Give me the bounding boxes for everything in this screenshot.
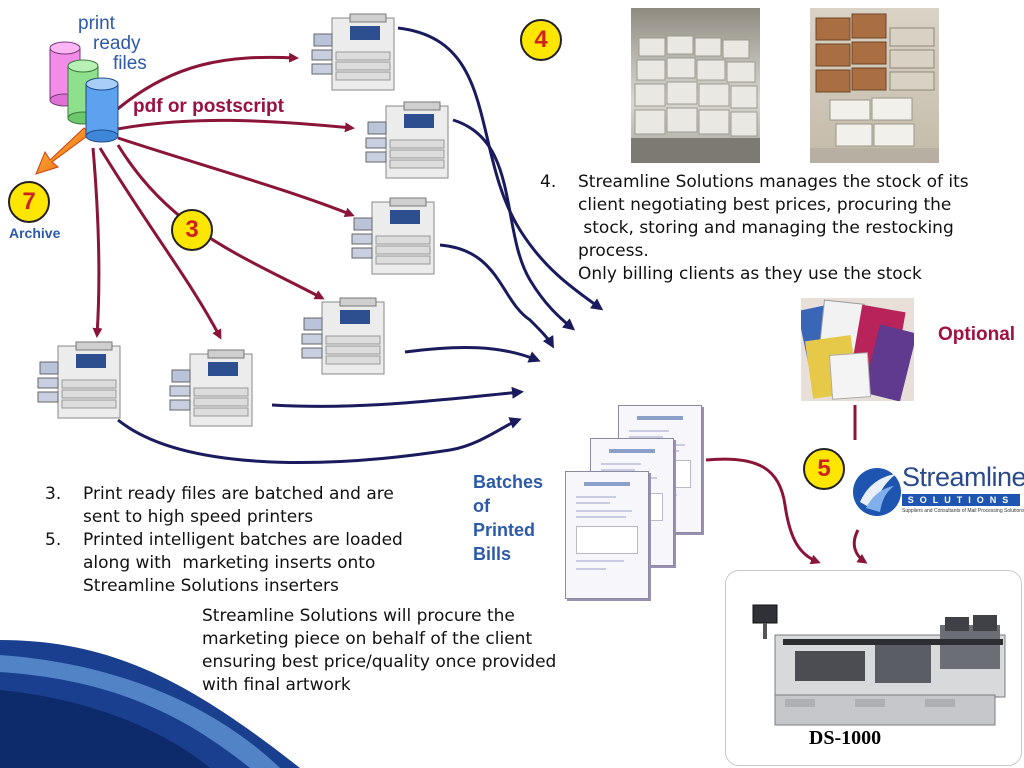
- procure-line: ensuring best price/quality once provide…: [202, 652, 557, 672]
- logo-name: Streamline: [902, 462, 1024, 492]
- warehouse-photo-2: [810, 8, 939, 163]
- badge-5: 5: [803, 448, 845, 490]
- printer-icon: [350, 196, 440, 276]
- cylinder-icon: [49, 41, 119, 143]
- step-4-line: process.: [578, 241, 649, 261]
- arrow-from-printer-1: [397, 26, 604, 311]
- printer-icon: [168, 348, 258, 428]
- warehouse-photo-1: [631, 8, 760, 163]
- badge-3: 3: [171, 209, 213, 251]
- streamline-logo: Streamline SOLUTIONS Suppliers and Consu…: [852, 462, 1024, 524]
- list-number: 5.: [45, 530, 62, 550]
- arrow-to-printer-1: [103, 52, 299, 122]
- step-4-line: Streamline Solutions manages the stock o…: [578, 172, 969, 192]
- badge-7: 7: [8, 181, 50, 223]
- batches-line: of: [473, 496, 490, 516]
- inserter-machine: [752, 604, 1006, 726]
- optional-label: Optional: [938, 324, 1016, 345]
- step-4-line: Only billing clients as they use the sto…: [578, 264, 922, 284]
- arrow-to-printer-5: [98, 147, 222, 340]
- batches-line: Printed: [473, 520, 536, 540]
- title-stack: print ready files: [78, 14, 147, 74]
- title-line-3: files: [113, 53, 147, 74]
- navy-arrows: [117, 26, 604, 464]
- orange-arrow-icon: [35, 127, 91, 175]
- logo-tagline: Suppliers and Consultants of Mail Proces…: [902, 508, 1024, 514]
- red-arrows: [91, 52, 868, 565]
- procure-note: Streamline Solutions will procure the ma…: [202, 605, 622, 697]
- printer-icon: [310, 12, 400, 92]
- step-4-line: stock, storing and managing the restocki…: [578, 218, 954, 238]
- procure-line: with final artwork: [202, 675, 351, 695]
- printer-icon: [364, 100, 454, 180]
- arrow-batches-to-inserter: [705, 457, 821, 565]
- logo-swirl-icon: [853, 468, 901, 516]
- badge-4: 4: [520, 19, 562, 61]
- printer-icon: [300, 296, 390, 376]
- list-item: 5. Printed intelligent batches are loade…: [45, 529, 465, 598]
- arrow-logo-to-inserter: [852, 529, 868, 564]
- archive-label: Archive: [9, 225, 61, 241]
- arrow-from-printer-3: [439, 243, 554, 349]
- batches-line: Batches: [473, 472, 544, 492]
- list-line: sent to high speed printers: [83, 507, 314, 527]
- list-line: Streamline Solutions inserters: [83, 576, 339, 596]
- format-label: pdf or postscript: [133, 96, 284, 117]
- list-line: along with marketing inserts onto: [83, 553, 376, 573]
- decorative-swoosh: [0, 640, 300, 768]
- steps-list: 3. Print ready files are batched and are…: [45, 483, 465, 598]
- procure-line: marketing piece on behalf of the client: [202, 629, 533, 649]
- title-line-1: print: [78, 13, 115, 34]
- bill-sheet: [565, 471, 649, 599]
- batches-label: Batches of Printed Bills: [473, 470, 543, 566]
- printer-icon: [36, 340, 126, 420]
- step-4-line: client negotiating best prices, procurin…: [578, 195, 952, 215]
- arrow-from-printer-4: [404, 345, 541, 363]
- arrow-to-printer-2: [111, 118, 355, 133]
- title-line-2: ready: [93, 33, 141, 54]
- arrow-to-printer-3: [117, 136, 355, 218]
- list-number: 3.: [45, 484, 62, 504]
- arrow-from-printer-5: [271, 386, 524, 408]
- procure-line: Streamline Solutions will procure the: [202, 606, 515, 626]
- marketing-inserts-photo: [801, 298, 914, 401]
- arrow-from-printer-2: [452, 118, 576, 331]
- batches-line: Bills: [473, 544, 512, 564]
- step-4-number: 4.: [540, 172, 557, 192]
- arrow-from-printer-6: [117, 417, 522, 464]
- list-line: Printed intelligent batches are loaded: [83, 530, 403, 550]
- list-line: Print ready files are batched and are: [83, 484, 394, 504]
- inserter-label: DS-1000: [808, 727, 882, 749]
- logo-sub: SOLUTIONS: [902, 494, 1020, 506]
- step-4-description: 4. Streamline Solutions manages the stoc…: [540, 171, 1024, 286]
- arrow-to-printer-6: [91, 147, 103, 338]
- list-item: 3. Print ready files are batched and are…: [45, 483, 465, 529]
